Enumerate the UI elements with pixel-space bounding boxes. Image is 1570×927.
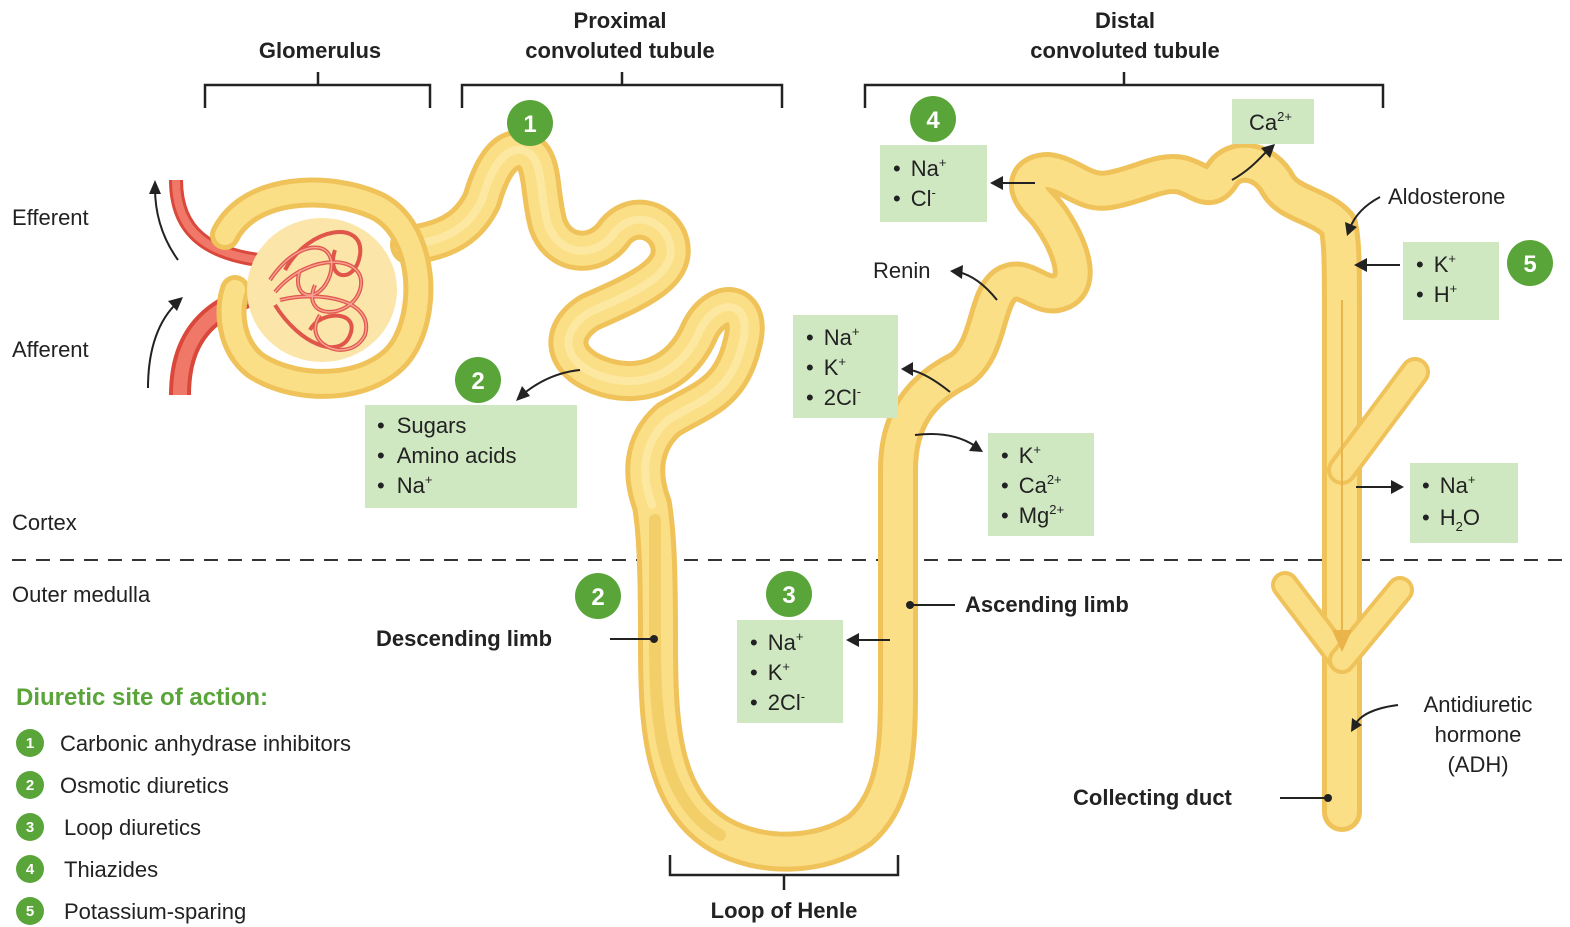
header-proximal-line1: Proximal (574, 8, 667, 33)
bracket-glomerulus (205, 72, 430, 108)
ion-box-kcamg: •K+ •Ca2+ •Mg2+ (988, 433, 1094, 536)
arrowhead-loop-nak2cl (846, 633, 859, 647)
site-badge-4: 4 (910, 96, 956, 142)
arrowhead-tal-nak2cl (901, 362, 913, 376)
legend-item-2: 2 Osmotic diuretics (16, 771, 229, 799)
legend-item-4-label: Thiazides (64, 857, 158, 882)
pointer-dot-collecting (1324, 794, 1332, 802)
glomerulus (225, 193, 418, 384)
label-renin: Renin (873, 258, 930, 283)
legend-item-5: 5 Potassium-sparing (16, 897, 246, 925)
ion-box-collecting-kh: •K+ •H+ (1403, 242, 1499, 320)
zone-afferent: Afferent (12, 337, 89, 362)
label-adh-line2: hormone (1435, 722, 1522, 747)
header-distal-line1: Distal (1095, 8, 1155, 33)
site-badge-3-number: 3 (782, 582, 795, 609)
label-ascending-limb: Ascending limb (965, 592, 1129, 617)
legend-item-1-number: 1 (26, 735, 34, 752)
pointer-dot-ascending (906, 601, 914, 609)
legend-item-1-label: Carbonic anhydrase inhibitors (60, 731, 351, 756)
header-glomerulus: Glomerulus (259, 38, 381, 63)
legend-item-3: 3 Loop diuretics (16, 813, 201, 841)
bracket-proximal (462, 72, 782, 108)
legend-item-2-number: 2 (26, 777, 34, 794)
legend-item-4-number: 4 (26, 861, 35, 878)
efferent-arrowhead (149, 180, 161, 194)
header-proximal-line2: convoluted tubule (525, 38, 714, 63)
arrowhead-nah2o (1391, 480, 1404, 494)
legend-item-4: 4 Thiazides (16, 855, 158, 883)
legend-title: Diuretic site of action: (16, 684, 268, 711)
arrowhead-kcamg (969, 440, 983, 452)
site-badge-5-number: 5 (1523, 251, 1536, 278)
label-descending-limb: Descending limb (376, 626, 552, 651)
svg-text:•Amino acids: •Amino acids (377, 443, 517, 468)
pointer-lines (610, 601, 1332, 802)
ion-box-pct: •Sugars •Amino acids •Na+ (365, 405, 577, 508)
ion-box-collecting-nah2o: •Na+ •H2O (1410, 463, 1518, 543)
site-badge-2-descending-number: 2 (591, 584, 604, 611)
site-badge-5: 5 (1507, 240, 1553, 286)
site-badge-2-proximal-number: 2 (471, 368, 484, 395)
ion-box-loop-nak2cl: •Na+ •K+ •2Cl- (737, 620, 843, 723)
legend-item-1: 1 Carbonic anhydrase inhibitors (16, 729, 351, 757)
svg-text:•Cl-: •Cl- (893, 185, 936, 211)
label-collecting-duct: Collecting duct (1073, 785, 1233, 810)
zone-outer-medulla: Outer medulla (12, 582, 151, 607)
ion-box-ca: Ca2+ (1232, 99, 1314, 144)
arrow-tal-to-kcamg (915, 434, 975, 446)
legend-item-2-label: Osmotic diuretics (60, 773, 229, 798)
site-badge-1-number: 1 (523, 111, 536, 138)
legend-item-3-number: 3 (26, 819, 34, 836)
label-adh-line3: (ADH) (1447, 752, 1508, 777)
zone-cortex: Cortex (12, 510, 77, 535)
site-badge-2-descending: 2 (575, 573, 621, 619)
arrowhead-pct (516, 386, 530, 401)
legend-item-3-label: Loop diuretics (64, 815, 201, 840)
site-badge-4-number: 4 (926, 107, 940, 134)
label-aldosterone: Aldosterone (1388, 184, 1505, 209)
site-badge-2-proximal: 2 (455, 357, 501, 403)
legend-item-5-label: Potassium-sparing (64, 899, 246, 924)
header-loop-of-henle: Loop of Henle (711, 898, 858, 923)
arrowhead-dct-nacl (990, 176, 1003, 190)
zone-efferent: Efferent (12, 205, 89, 230)
ion-box-dct-nacl: •Na+ •Cl- (880, 145, 987, 222)
pointer-dot-descending (650, 635, 658, 643)
header-distal-line2: convoluted tubule (1030, 38, 1219, 63)
site-badges: 1 2 2 3 4 5 (455, 96, 1553, 619)
legend: Diuretic site of action: 1 Carbonic anhy… (16, 684, 351, 925)
site-badge-1: 1 (507, 100, 553, 146)
label-adh-line1: Antidiuretic (1424, 692, 1533, 717)
arrowhead-renin (950, 265, 963, 279)
legend-item-5-number: 5 (26, 903, 34, 920)
site-badge-3: 3 (766, 571, 812, 617)
ion-box-tal-nak2cl: •Na+ •K+ •2Cl- (793, 315, 898, 418)
